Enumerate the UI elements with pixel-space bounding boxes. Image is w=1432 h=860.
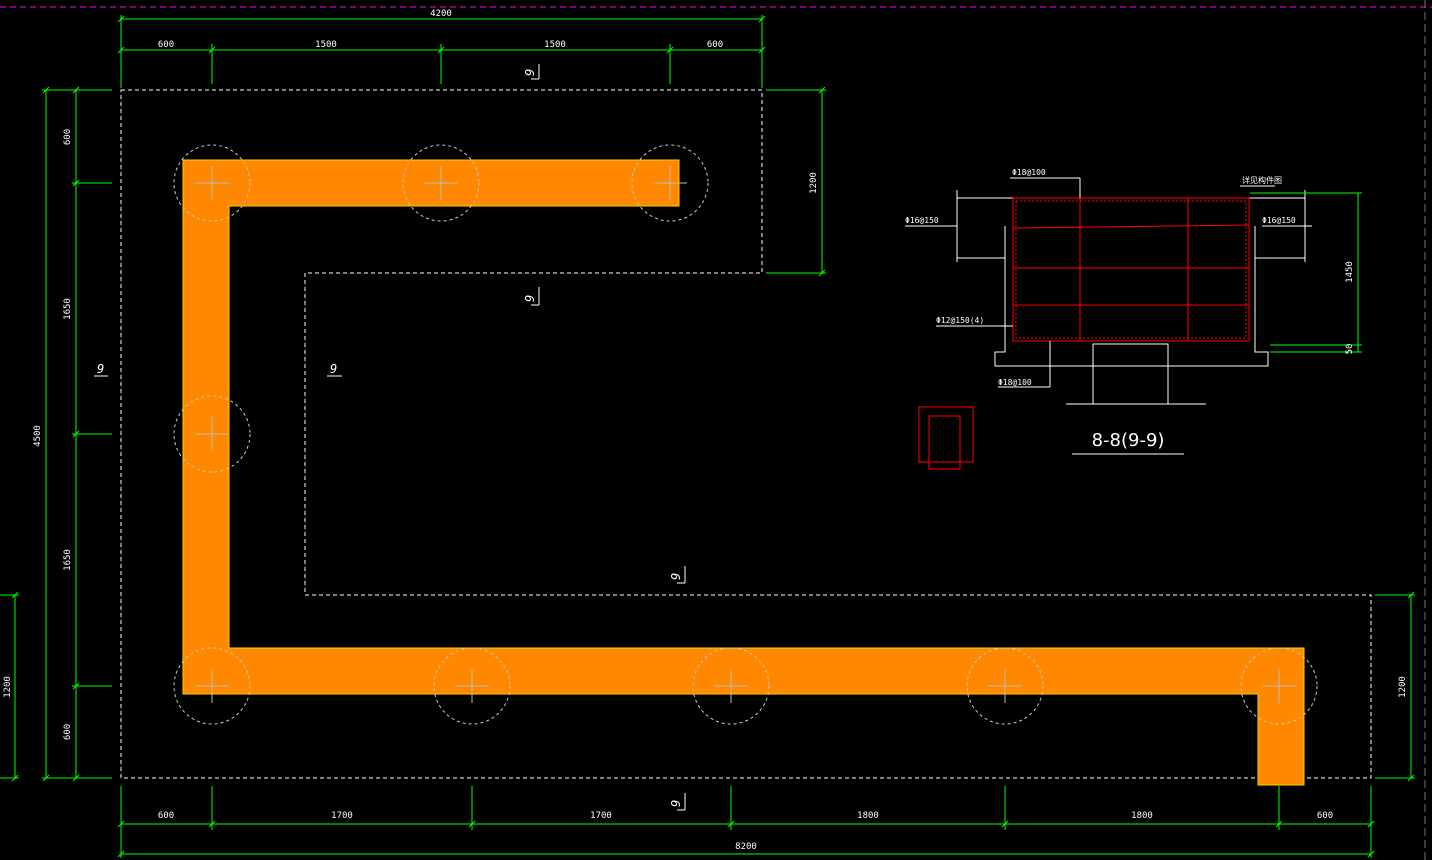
label-top-rebar: Φ18@100 bbox=[1012, 168, 1046, 177]
label-right-side: Φ16@150 bbox=[1262, 216, 1296, 225]
dim-bottom-seg-2: 1700 bbox=[331, 811, 353, 821]
dim-right-upper: 1200 bbox=[809, 172, 819, 194]
label-note-top-right: 详见构件图 bbox=[1242, 175, 1282, 185]
label-stirrup: Φ12@150(4) bbox=[936, 316, 984, 325]
dim-top-total: 4200 bbox=[430, 9, 452, 19]
section-mark-left: 9 bbox=[97, 362, 104, 376]
dim-bottom-seg-6: 600 bbox=[1317, 811, 1333, 821]
section-mark-bottom: 9 bbox=[669, 800, 683, 807]
dim-top-seg-1: 600 bbox=[158, 40, 174, 50]
section-mark-mid-upper: 9 bbox=[523, 295, 537, 302]
section-leaders bbox=[905, 177, 1312, 388]
section-rebar-cage bbox=[1012, 197, 1250, 342]
section-mark-inner: 9 bbox=[330, 362, 337, 376]
dim-bottom-seg-1: 600 bbox=[158, 811, 174, 821]
section-marks bbox=[94, 64, 686, 811]
pile-1[interactable] bbox=[173, 144, 251, 222]
section-detail[interactable]: Φ18@100 详见构件图 Φ16@150 Φ16@150 Φ12@150(4)… bbox=[905, 168, 1362, 455]
dim-far-left: 1200 bbox=[3, 676, 13, 698]
pile-9[interactable] bbox=[1240, 647, 1318, 725]
label-bottom-rebar: Φ18@100 bbox=[998, 378, 1032, 387]
pile-7[interactable] bbox=[692, 647, 770, 725]
dim-bottom-seg-5: 1800 bbox=[1131, 811, 1153, 821]
pile-5[interactable] bbox=[173, 647, 251, 725]
label-left-side: Φ16@150 bbox=[905, 216, 939, 225]
dim-left-seg-2: 1650 bbox=[63, 298, 73, 320]
section-title: 8-8(9-9) bbox=[1092, 430, 1165, 451]
column-symbol[interactable] bbox=[918, 406, 974, 470]
pile-cap-beam[interactable] bbox=[182, 159, 1305, 786]
label-height: 1450 bbox=[1345, 261, 1355, 283]
dim-top-seg-4: 600 bbox=[707, 40, 723, 50]
label-cover: 50 bbox=[1345, 344, 1355, 355]
dim-left-seg-3: 1650 bbox=[63, 549, 73, 571]
dim-left-seg-1: 600 bbox=[63, 129, 73, 145]
pile-group bbox=[173, 144, 1318, 725]
pile-3[interactable] bbox=[631, 144, 709, 222]
section-mark-mid-lower: 9 bbox=[669, 573, 683, 580]
dim-top-seg-3: 1500 bbox=[544, 40, 566, 50]
dim-left-seg-4: 600 bbox=[63, 724, 73, 740]
pile-8[interactable] bbox=[966, 647, 1044, 725]
section-mark-top: 9 bbox=[523, 69, 537, 76]
foundation-outline bbox=[120, 89, 1372, 779]
section-dimension bbox=[1250, 192, 1362, 353]
dim-top-seg-2: 1500 bbox=[315, 40, 337, 50]
dim-left-total: 4500 bbox=[33, 425, 43, 447]
dim-bottom-seg-3: 1700 bbox=[590, 811, 612, 821]
dim-right-lower: 1200 bbox=[1398, 676, 1408, 698]
dimension-ticks bbox=[11, 15, 1415, 858]
pile-2[interactable] bbox=[402, 144, 480, 222]
section-concrete-outline bbox=[956, 190, 1306, 405]
dim-bottom-seg-4: 1800 bbox=[857, 811, 879, 821]
pile-6[interactable] bbox=[433, 647, 511, 725]
dim-bottom-total: 8200 bbox=[735, 842, 757, 852]
pile-4[interactable] bbox=[173, 395, 251, 473]
